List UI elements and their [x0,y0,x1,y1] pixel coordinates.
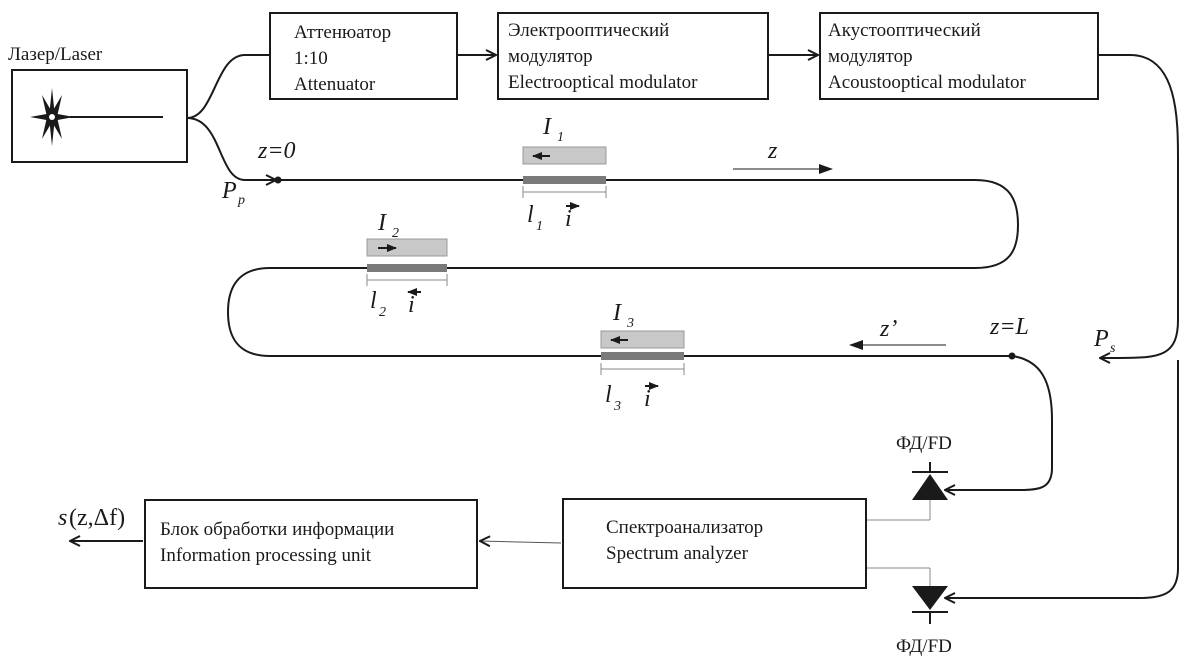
label-signal-power: P s [1093,326,1116,356]
processing-unit-line1: Блок обработки информации [160,519,394,540]
label-i2: i [408,292,415,318]
pump-power-subscript: p [237,193,245,208]
aom-line1: Акустооптический [828,20,981,41]
spectrum-analyzer-line2: Spectrum analyzer [606,543,749,564]
label-i1: i [565,206,572,232]
aom-line2: модулятор [828,46,913,67]
label-I1-subscript: 1 [557,130,564,145]
label-l2: l [370,288,377,314]
attenuator-block: Аттенюатор 1:10 Attenuator [269,12,458,100]
sensor-segment-1 [523,176,606,184]
processing-unit-block: Блок обработки информации Information pr… [144,499,478,589]
label-I2-subscript: 2 [392,226,399,241]
processing-unit-box [144,499,478,589]
laser-box [11,69,188,163]
label-l3-subscript: 3 [613,399,621,414]
photodetector-2: ФД/FD [896,568,952,657]
output-s-symbol: s [58,505,67,531]
label-pump-power: P p [221,178,245,208]
eom-line1: Электрооптический [508,20,669,41]
label-l2-subscript: 2 [379,305,386,320]
photodetector-1-label: ФД/FD [896,433,952,454]
current-bar-3 [600,330,685,349]
label-I2: I [377,210,387,236]
label-zL: z=L [989,314,1029,340]
laser-block: Лазер/Laser [8,44,188,163]
label-I1: I [542,114,552,140]
sensing-fiber-loop [226,179,1020,357]
section-3: I 3 l 3 i [600,300,685,414]
spectrum-analyzer-block: Спектроанализатор Spectrum analyzer [562,498,867,589]
aom-to-fiber-end [1098,54,1179,358]
signal-power-symbol: P [1093,326,1109,352]
output-args: (z,Δf) [69,505,125,531]
section-2: I 2 l 2 i [366,210,448,320]
pump-power-symbol: P [221,178,237,204]
arrow-analyzer-to-processing [480,541,562,543]
laser-to-fiber-start [186,117,276,180]
eom-line3: Electrooptical modulator [508,72,698,93]
spectrum-analyzer-box [562,498,867,589]
fiber-start-point [274,176,282,184]
label-z: z [767,138,778,164]
photodiode-icon [912,474,948,500]
label-i3: i [644,386,651,412]
fiber-to-photodetector-1 [945,355,1053,490]
attenuator-line2: 1:10 [294,48,328,69]
sensor-segment-2 [367,264,447,272]
signal-power-subscript: s [1110,341,1116,356]
output-label: s (z,Δf) [58,505,125,531]
label-I3: I [612,300,622,326]
eom-block: Электрооптический модулятор Electrooptic… [497,12,769,100]
label-z-prime: z’ [879,316,897,342]
attenuator-line3: Attenuator [294,74,376,95]
label-l1-subscript: 1 [536,219,543,234]
aom-block: Акустооптический модулятор Acoustooptica… [819,12,1099,100]
photodetector-2-label: ФД/FD [896,636,952,657]
laser-to-attenuator-fiber [186,54,270,119]
aom-line3: Acoustooptical modulator [828,72,1027,93]
label-z0: z=0 [257,138,296,164]
laser-star-icon [30,88,74,146]
current-bar-1 [522,146,607,165]
photodetector-1: ФД/FD [896,433,952,520]
attenuator-line1: Аттенюатор [294,22,391,43]
eom-line2: модулятор [508,46,593,67]
processing-unit-line2: Information processing unit [160,545,372,566]
laser-label: Лазер/Laser [8,44,103,65]
section-1: I 1 l 1 i [522,114,607,234]
sensor-segment-3 [601,352,684,360]
label-l1: l [527,202,534,228]
label-l3: l [605,382,612,408]
photodiode-icon [912,586,948,610]
fiber-to-photodetector-2 [945,360,1179,598]
label-I3-subscript: 3 [626,316,634,331]
spectrum-analyzer-line1: Спектроанализатор [606,517,763,538]
